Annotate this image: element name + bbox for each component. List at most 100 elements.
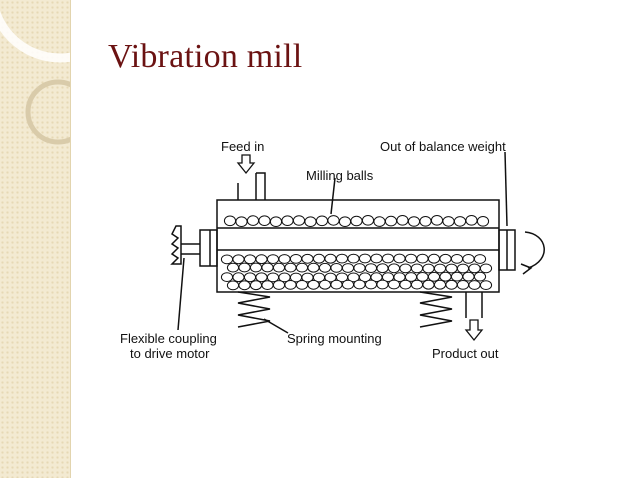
mill-structure — [170, 151, 545, 334]
milling-ball — [479, 263, 493, 274]
product-outlet — [465, 292, 483, 318]
milling-ball — [307, 279, 320, 290]
milling-ball — [384, 215, 398, 227]
milling-ball — [255, 272, 268, 283]
label-product-out: Product out — [432, 346, 499, 361]
milling-ball — [404, 253, 418, 264]
milling-ball — [373, 216, 386, 227]
milling-ball — [289, 254, 303, 264]
milling-ball — [387, 263, 401, 274]
milling-ball — [272, 262, 286, 273]
milling-ball — [258, 215, 271, 226]
milling-ball — [364, 263, 378, 274]
milling-ball — [278, 254, 291, 264]
sidebar-circles-decoration — [0, 10, 70, 145]
label-spring-mounting: Spring mounting — [287, 331, 382, 346]
milling-ball — [324, 253, 337, 264]
milling-ball — [433, 279, 447, 290]
feed-chute — [237, 172, 266, 200]
milling-ball — [232, 272, 245, 283]
milling-ball — [396, 215, 409, 226]
milling-ball — [450, 271, 464, 282]
milling-ball — [315, 215, 329, 227]
milling-ball — [238, 280, 251, 291]
milling-ball — [473, 271, 487, 282]
milling-ball — [318, 262, 332, 273]
milling-ball — [393, 253, 406, 264]
milling-ball — [281, 215, 294, 226]
milling-ball — [261, 280, 274, 291]
label-milling-balls: Milling balls — [306, 168, 374, 183]
milling-ball — [235, 216, 248, 227]
milling-ball — [220, 254, 234, 265]
milling-ball — [410, 263, 424, 274]
milling-ball — [468, 263, 481, 274]
milling-ball — [272, 280, 286, 290]
milling-balls — [220, 215, 493, 291]
milling-ball — [350, 215, 363, 227]
milling-ball — [249, 280, 263, 291]
label-to-drive-motor: to drive motor — [130, 346, 210, 361]
milling-ball — [376, 263, 389, 274]
milling-ball — [284, 262, 297, 273]
milling-ball — [238, 262, 251, 273]
milling-ball — [295, 280, 309, 290]
milling-ball — [318, 279, 332, 290]
milling-ball — [330, 263, 343, 273]
label-flexible-coupling: Flexible coupling — [120, 331, 217, 346]
slide-title: Vibration mill — [108, 38, 303, 75]
milling-ball — [341, 263, 355, 273]
milling-ball — [407, 216, 421, 227]
milling-ball — [442, 216, 455, 227]
milling-ball — [255, 254, 268, 265]
spring-right — [419, 291, 453, 328]
milling-ball — [422, 279, 435, 290]
milling-ball — [439, 253, 452, 264]
milling-ball — [416, 253, 429, 264]
label-feed-in: Feed in — [221, 139, 264, 154]
milling-ball — [456, 280, 470, 290]
milling-ball — [295, 262, 309, 273]
milling-ball — [399, 279, 412, 290]
milling-ball — [246, 215, 260, 226]
milling-ball — [292, 215, 306, 226]
flow-arrows — [236, 154, 484, 342]
milling-ball — [422, 263, 435, 274]
milling-ball — [243, 254, 257, 265]
milling-ball — [226, 280, 240, 291]
milling-ball — [226, 262, 240, 273]
milling-ball — [381, 253, 395, 264]
milling-ball — [468, 280, 481, 290]
milling-ball — [232, 254, 245, 265]
drive-motor — [170, 225, 182, 265]
milling-ball — [269, 216, 283, 227]
milling-ball — [301, 253, 314, 264]
milling-ball — [223, 215, 237, 227]
milling-ball — [312, 253, 326, 264]
milling-ball — [473, 254, 487, 264]
milling-ball — [243, 272, 257, 283]
milling-ball — [456, 263, 470, 274]
milling-ball — [445, 263, 458, 274]
milling-ball — [399, 263, 412, 274]
milling-ball — [427, 271, 441, 282]
milling-ball — [353, 279, 366, 290]
milling-ball — [220, 272, 234, 283]
milling-ball — [433, 263, 447, 274]
rotation-arrow — [524, 231, 545, 269]
milling-ball — [370, 253, 383, 264]
milling-ball — [439, 271, 452, 282]
milling-ball — [284, 280, 297, 290]
flexible-coupling — [199, 229, 218, 267]
milling-ball — [341, 279, 355, 290]
milling-ball — [361, 215, 375, 226]
milling-ball — [419, 216, 432, 227]
milling-ball — [387, 279, 401, 290]
milling-ball — [335, 253, 349, 264]
milling-ball — [465, 215, 478, 226]
milling-ball — [462, 271, 475, 282]
milling-ball — [453, 216, 467, 227]
milling-ball — [261, 262, 274, 273]
milling-ball — [358, 253, 372, 264]
